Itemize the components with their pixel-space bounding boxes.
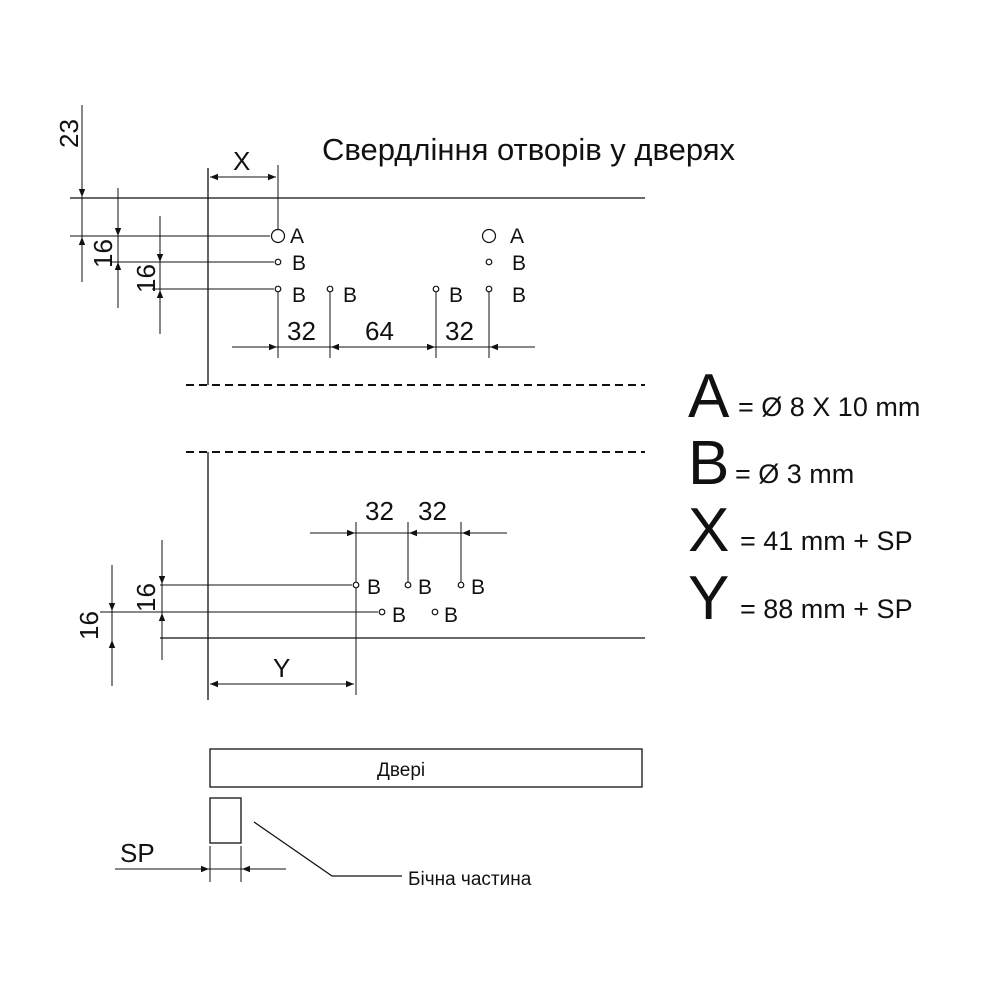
legend-letter-x: X [688,496,729,565]
dim-16b-label: 16 [131,264,161,293]
hole-b-bottom-1-label: B [367,576,381,599]
door-label: Двері [377,760,425,781]
hole-b-right-row1-label: B [512,252,526,275]
hole-b-left-row1-label: B [292,252,306,275]
hole-b-row2-4 [485,285,493,293]
hole-b-row2-4-label: B [512,284,526,307]
hole-b-row2-1 [274,285,282,293]
hole-b-row2-2 [326,285,334,293]
hole-b-bottom-1 [352,581,360,589]
legend-text-x: = 41 mm + SP [740,526,913,556]
dim-23-label: 23 [54,119,84,148]
hole-b-row2-2-label: B [343,284,357,307]
x-dimension-label: X [233,146,250,176]
hole-b-bottom-3 [457,581,465,589]
hole-b-left-row1 [274,258,282,266]
top-dim-32-left: 32 [287,316,316,346]
y-dimension-label: Y [273,653,290,683]
hole-b-bottom-2-label: B [418,576,432,599]
dim-16d-label: 16 [74,611,104,640]
side-panel-leader [253,821,402,877]
hole-a-right [481,228,497,244]
sp-label: SP [120,838,155,868]
legend-text-y: = 88 mm + SP [740,594,913,624]
bottom-dim-32-right: 32 [418,496,447,526]
hole-b-bottom-5 [431,608,439,616]
hole-a-right-label: A [510,225,524,248]
top-dim-32-right: 32 [445,316,474,346]
dim-16c-label: 16 [131,583,161,612]
legend-text-b: = Ø 3 mm [735,459,854,489]
legend: A = Ø 8 X 10 mm B = Ø 3 mm X = 41 mm + S… [688,362,920,633]
hole-a-left [270,228,286,244]
hole-b-row2-1-label: B [292,284,306,307]
legend-text-a: = Ø 8 X 10 mm [738,392,920,422]
dim-16a-label: 16 [88,239,118,268]
top-dim-64: 64 [365,316,394,346]
hole-b-right-row1 [485,258,493,266]
hole-b-bottom-5-label: B [444,604,458,627]
legend-letter-b: B [688,429,729,498]
side-panel-label: Бічна частина [408,869,532,890]
door-rect [209,748,643,788]
hole-b-row2-3-label: B [449,284,463,307]
side-panel-rect [209,797,242,844]
hole-b-bottom-2 [404,581,412,589]
hole-b-row2-3 [432,285,440,293]
hole-b-bottom-4-label: B [392,604,406,627]
hole-b-bottom-3-label: B [471,576,485,599]
bottom-dim-32-left: 32 [365,496,394,526]
legend-letter-y: Y [688,564,729,633]
legend-letter-a: A [688,362,730,431]
hole-b-bottom-4 [378,608,386,616]
hole-a-left-label: A [290,225,304,248]
page-title: Свердління отворів у дверях [322,132,736,167]
